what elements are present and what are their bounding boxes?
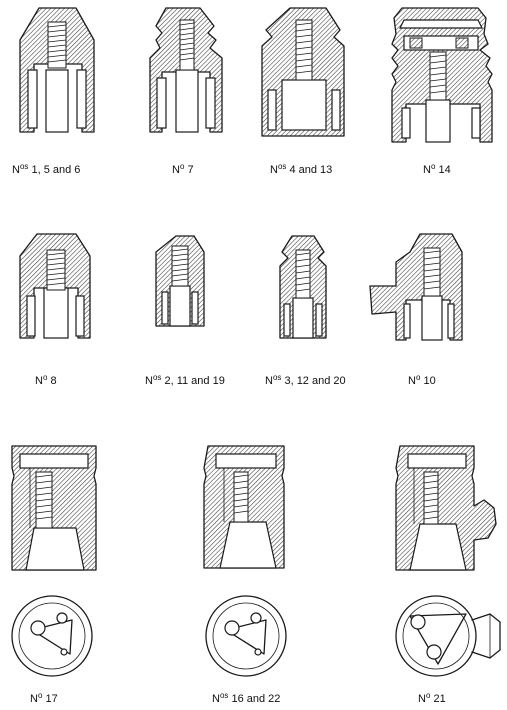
insulator-nos-16-22 (203, 445, 287, 677)
insulator-no-17 (11, 445, 97, 677)
caption-no-7: No 7 (172, 162, 194, 176)
caption-no-17: No 17 (30, 691, 58, 705)
insulator-no-14 (391, 7, 493, 143)
insulator-no-21 (395, 445, 501, 677)
caption-nos-16-22: Nos 16 and 22 (212, 691, 280, 705)
insulator-no-7 (149, 7, 223, 133)
caption-no-10: No 10 (408, 373, 436, 387)
insulator-no-10 (369, 233, 463, 341)
caption-no-21: No 21 (418, 691, 446, 705)
caption-nos-3-12-20: Nos 3, 12 and 20 (265, 373, 346, 387)
insulator-no-8 (19, 233, 91, 339)
caption-nos-4-13: Nos 4 and 13 (270, 162, 332, 176)
caption-no-8: No 8 (35, 373, 57, 387)
insulator-nos-2-11-19 (155, 235, 205, 327)
insulator-nos-3-12-20 (279, 235, 327, 339)
insulator-nos-4-13 (261, 7, 345, 137)
caption-nos-2-11-19: Nos 2, 11 and 19 (145, 373, 225, 387)
caption-no-14: No 14 (423, 162, 451, 176)
caption-nos-1-5-6: Nos 1, 5 and 6 (12, 162, 80, 176)
insulator-nos-1-5-6 (19, 7, 95, 133)
